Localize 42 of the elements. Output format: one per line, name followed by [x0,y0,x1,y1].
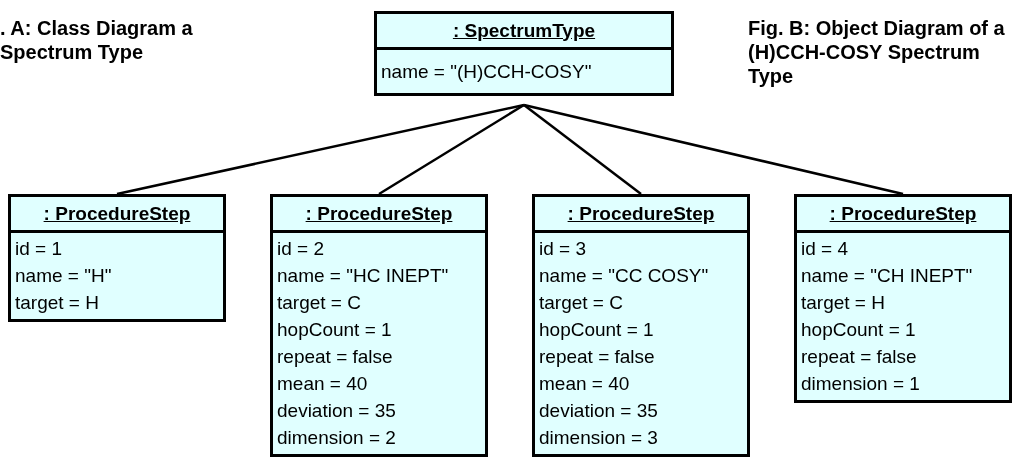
attribute-text: target = C [277,291,362,315]
attribute-text: id = 3 [539,237,587,261]
attribute-text: dimension = 2 [277,426,397,450]
attribute-text: id = 2 [277,237,325,261]
attribute-text: mean = 40 [277,372,369,396]
object-name: : ProcedureStep [567,201,715,226]
attribute-text: hopCount = 1 [277,318,393,342]
object-box [270,194,488,457]
connector-line [378,103,525,196]
object-name: : ProcedureStep [829,201,977,226]
attribute-text: name = "CC COSY" [539,264,710,288]
connector-line [523,104,642,195]
attribute-text: name = "CH INEPT" [801,264,974,288]
attribute-text: dimension = 1 [801,372,921,396]
object-name: : ProcedureStep [305,201,453,226]
attribute-text: dimension = 3 [539,426,659,450]
connector-line [523,103,904,196]
object-box [8,194,226,322]
attribute-text: deviation = 35 [539,399,659,423]
attribute-text: name = "H" [15,264,113,288]
attribute-text: hopCount = 1 [539,318,655,342]
object-box [374,11,674,96]
attribute-text: deviation = 35 [277,399,397,423]
attribute-text: hopCount = 1 [801,318,917,342]
attribute-text: id = 1 [15,237,63,261]
attribute-text: id = 4 [801,237,849,261]
attribute-text: target = H [801,291,886,315]
attribute-text: name = "HC INEPT" [277,264,450,288]
attribute-text: target = C [539,291,624,315]
object-box [532,194,750,457]
figure-title: . A: Class Diagram a Spectrum Type [0,16,194,64]
attribute-text: repeat = false [277,345,394,369]
object-name: : SpectrumType [452,18,596,43]
attribute-text: mean = 40 [539,372,631,396]
connector-line [116,103,525,196]
attribute-text: repeat = false [539,345,656,369]
object-name: : ProcedureStep [43,201,191,226]
object-box [794,194,1012,403]
attribute-text: name = "(H)CCH-COSY" [381,60,593,84]
attribute-text: repeat = false [801,345,918,369]
attribute-text: target = H [15,291,100,315]
figure-title: Fig. B: Object Diagram of a (H)CCH-COSY Spectrum Type [748,16,1006,88]
